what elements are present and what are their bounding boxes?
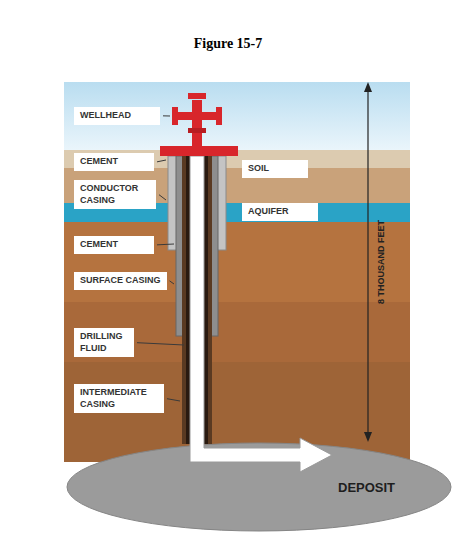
leader-line: [157, 160, 166, 162]
valve-wheel: [188, 93, 206, 99]
label-box: CEMENT: [74, 236, 154, 254]
part-label: AQUIFER: [248, 206, 312, 218]
part-label: SURFACE CASING: [80, 275, 161, 287]
part-label: CEMENT: [80, 239, 148, 251]
rock-layer: [64, 302, 410, 362]
label-box: AQUIFER: [242, 203, 318, 221]
part-label: DRILLING FLUID: [80, 331, 128, 354]
part-label: INTERMEDIATE CASING: [80, 387, 158, 410]
deposit-label: DEPOSIT: [338, 480, 395, 495]
dimension-text: 8 THOUSAND FEET: [376, 220, 386, 304]
label-box: WELLHEAD: [74, 107, 160, 125]
wellhead-plate: [160, 146, 238, 156]
label-box: SURFACE CASING: [74, 272, 167, 290]
sky: [64, 82, 410, 150]
part-label: CONDUCTOR CASING: [80, 183, 150, 206]
arrowhead: [364, 432, 372, 442]
wellhead-flange: [188, 128, 206, 133]
depth-label: 8 THOUSAND FEET: [376, 220, 386, 304]
wellhead-bar: [178, 112, 216, 120]
leader-line: [163, 115, 170, 116]
flow-arrow: [190, 156, 332, 472]
figure-title: Figure 15-7: [0, 36, 456, 52]
valve-wheel: [172, 107, 178, 125]
label-box: INTERMEDIATE CASING: [74, 384, 164, 413]
leader-line: [157, 244, 174, 246]
leader-line: [170, 281, 174, 284]
leader-line: [159, 195, 166, 200]
leader-line: [167, 399, 180, 401]
part-label: SOIL: [248, 163, 302, 175]
label-box: SOIL: [242, 160, 308, 178]
label-box: CONDUCTOR CASING: [74, 180, 156, 209]
label-box: CEMENT: [74, 153, 154, 171]
figure-title-text: Figure 15-7: [194, 36, 263, 51]
valve-wheel: [216, 107, 222, 125]
rock-layer: [64, 222, 410, 302]
label-box: DRILLING FLUID: [74, 328, 134, 357]
leader-line: [137, 343, 184, 345]
depth-line: [367, 90, 368, 434]
part-label: CEMENT: [80, 156, 148, 168]
wellhead-stem: [192, 100, 202, 146]
arrowhead: [364, 82, 372, 92]
part-label: WELLHEAD: [80, 110, 154, 122]
